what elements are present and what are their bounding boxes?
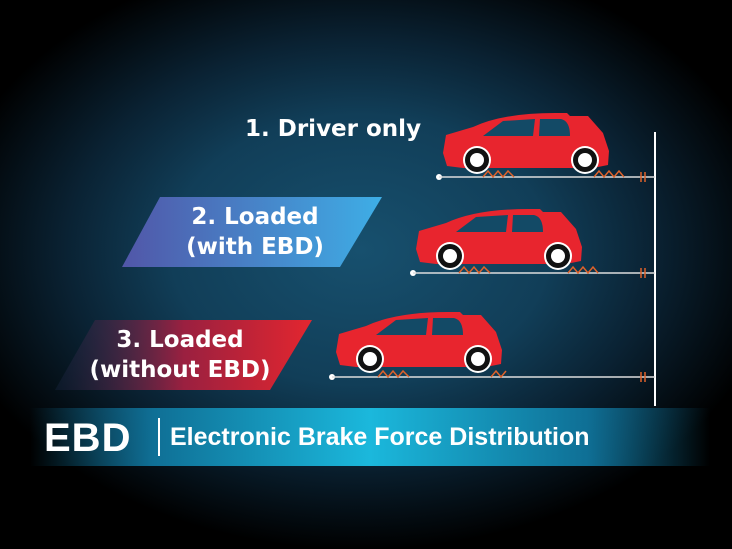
label-driver-only: 1. Driver only (245, 116, 422, 142)
car-loaded-without-ebd (329, 312, 655, 383)
title-banner (30, 408, 710, 466)
banner-divider (158, 418, 160, 456)
panel-with-ebd (122, 197, 382, 267)
label-without-ebd: 3. Loaded (without EBD) (75, 325, 285, 385)
label-with-ebd-line1: 2. Loaded (191, 204, 319, 230)
label-with-ebd-line2: (with EBD) (186, 234, 324, 260)
label-without-ebd-line1: 3. Loaded (116, 327, 244, 353)
label-with-ebd: 2. Loaded (with EBD) (150, 202, 360, 262)
label-without-ebd-line2: (without EBD) (89, 357, 271, 383)
banner-full-title: Electronic Brake Force Distribution (170, 423, 590, 451)
banner-abbr: EBD (44, 416, 132, 460)
car-loaded-with-ebd (410, 209, 655, 279)
car-driver-only (436, 113, 655, 183)
panel-without-ebd (55, 320, 312, 390)
